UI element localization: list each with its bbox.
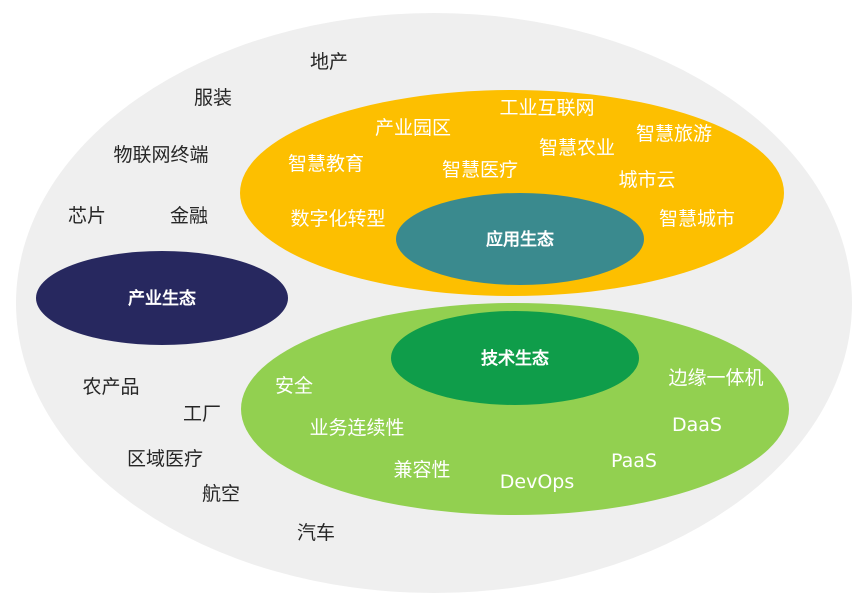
application-item-industrial-internet: 工业互联网 [499, 97, 594, 119]
technology-item-business-continuity: 业务连续性 [309, 417, 404, 439]
technology-ecosystem-core [391, 311, 639, 405]
industry-item-automobile: 汽车 [297, 522, 335, 544]
industry-item-agriculture-products: 农产品 [82, 376, 139, 398]
industry-item-finance: 金融 [170, 205, 208, 227]
industry-item-aviation: 航空 [202, 483, 240, 505]
application-ecosystem-ellipse [240, 90, 784, 296]
industry-item-factory: 工厂 [183, 403, 221, 425]
application-item-smart-city: 智慧城市 [659, 208, 735, 230]
industry-ecosystem-ellipse [36, 251, 288, 345]
industry-item-iot-terminal: 物联网终端 [113, 144, 208, 166]
technology-item-paas: PaaS [611, 450, 657, 472]
application-ecosystem-title: 应用生态 [486, 229, 554, 250]
industry-item-chips: 芯片 [68, 205, 106, 227]
industry-item-apparel: 服装 [194, 87, 232, 109]
application-item-smart-education: 智慧教育 [288, 153, 364, 175]
technology-item-security: 安全 [275, 375, 313, 397]
application-item-smart-agriculture: 智慧农业 [539, 137, 615, 159]
application-ecosystem-core [396, 193, 644, 285]
application-item-city-cloud: 城市云 [618, 169, 675, 191]
industry-item-regional-healthcare: 区域医疗 [127, 448, 203, 470]
industry-ecosystem-title: 产业生态 [128, 288, 196, 309]
industry-item-real-estate: 地产 [310, 51, 348, 73]
application-item-smart-tourism: 智慧旅游 [636, 123, 712, 145]
application-item-smart-healthcare: 智慧医疗 [442, 159, 518, 181]
application-item-digital-transformation: 数字化转型 [290, 208, 385, 230]
application-item-industrial-park: 产业园区 [375, 117, 451, 139]
technology-item-edge-appliance: 边缘一体机 [668, 367, 763, 389]
technology-ecosystem-ellipse [241, 303, 789, 515]
technology-ecosystem-title: 技术生态 [481, 348, 549, 369]
technology-item-compatibility: 兼容性 [393, 459, 450, 481]
technology-item-devops: DevOps [500, 471, 574, 493]
technology-item-daas: DaaS [672, 414, 722, 436]
